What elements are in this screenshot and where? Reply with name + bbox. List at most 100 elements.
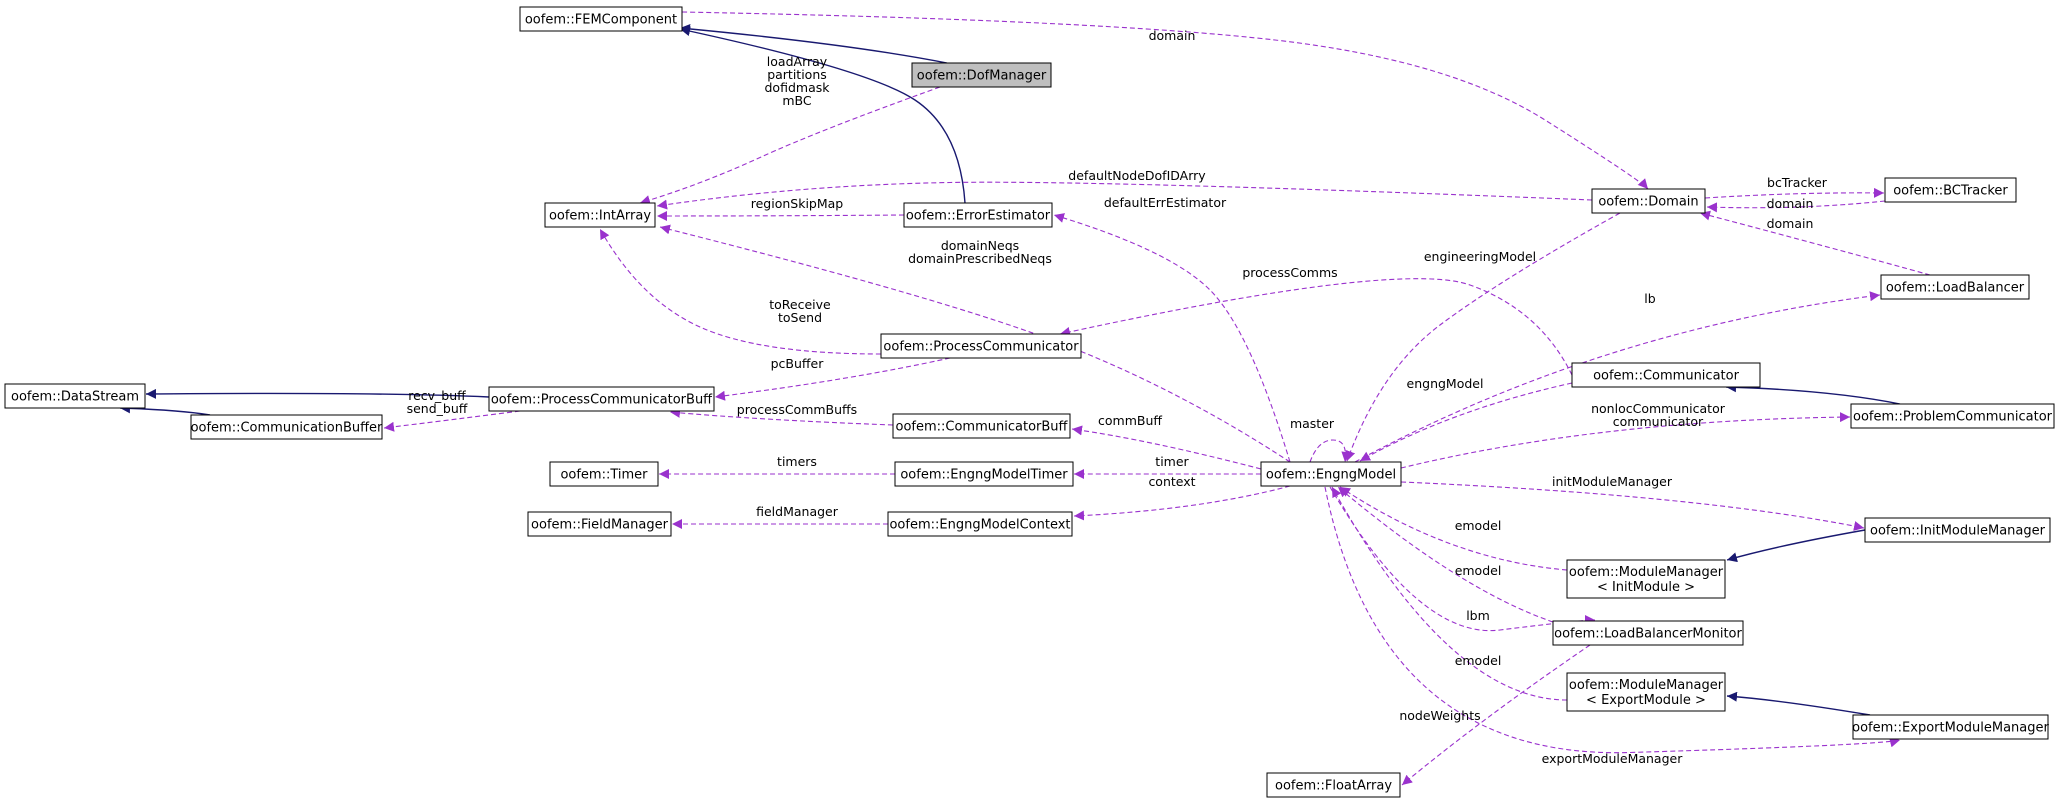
edge-label-em-lb-0: lb — [1644, 291, 1655, 306]
node-box-emc — [887, 511, 1073, 537]
node-mmi[interactable]: oofem::ModuleManager< InitModule > — [1566, 559, 1726, 599]
node-mme[interactable]: oofem::ModuleManager< ExportModule > — [1566, 672, 1726, 712]
node-box-pcomm — [1850, 403, 2055, 429]
edge-errest-fem — [679, 26, 966, 204]
edge-imm-mmi — [1726, 529, 1866, 563]
node-box-mme — [1566, 672, 1726, 712]
node-dof[interactable]: oofem::DofManager — [911, 62, 1052, 88]
edge-em-lb — [1354, 291, 1881, 463]
node-box-ds — [4, 383, 146, 409]
node-bct[interactable]: oofem::BCTracker — [1884, 177, 2017, 203]
edge-label-comm-pc-0: processComms — [1242, 265, 1337, 280]
node-fa[interactable]: oofem::FloatArray — [1266, 772, 1401, 798]
edge-label-em-emm-0: exportModuleManager — [1542, 751, 1684, 766]
node-label-errest: oofem::ErrorEstimator — [906, 209, 1051, 224]
edge-label-em-lbm-0: lbm — [1466, 608, 1490, 623]
node-label-lbm: oofem::LoadBalancerMonitor — [1554, 627, 1742, 642]
edge-em-errest — [1053, 213, 1291, 463]
node-emm[interactable]: oofem::ExportModuleManager — [1852, 714, 2050, 740]
node-box-fm — [527, 511, 672, 537]
node-box-fem — [519, 6, 683, 32]
node-box-intarr — [544, 202, 656, 228]
node-emt[interactable]: oofem::EngngModelTimer — [894, 461, 1074, 487]
edge-label-em-imm-0: initModuleManager — [1552, 474, 1673, 489]
edge-label-em-emt-0: timer — [1155, 454, 1189, 469]
node-pc[interactable]: oofem::ProcessCommunicator — [880, 333, 1082, 359]
edge-pcb-cb — [383, 410, 521, 432]
edge-em-em — [1309, 439, 1352, 463]
node-fm[interactable]: oofem::FieldManager — [527, 511, 672, 537]
edge-pc-pcb — [714, 357, 951, 401]
node-box-cbuff — [892, 413, 1071, 439]
node-lbm[interactable]: oofem::LoadBalancerMonitor — [1552, 620, 1744, 646]
node-cbuff[interactable]: oofem::CommunicatorBuff — [892, 413, 1071, 439]
node-label-lb: oofem::LoadBalancer — [1886, 281, 2025, 296]
node-box-dof — [911, 62, 1052, 88]
edge-label-emc-fm-0: fieldManager — [756, 504, 839, 519]
edge-em-lbm — [1329, 486, 1596, 632]
node-label-dof: oofem::DofManager — [917, 69, 1047, 84]
node-intarr[interactable]: oofem::IntArray — [544, 202, 656, 228]
node-comm[interactable]: oofem::Communicator — [1571, 362, 1761, 388]
node-label-mme-0: oofem::ModuleManager — [1569, 678, 1724, 693]
edge-errest-intarr — [656, 210, 905, 221]
edge-label-dof-intarr-3: mBC — [782, 93, 812, 108]
node-box-mmi — [1566, 559, 1726, 599]
node-label-intarr: oofem::IntArray — [549, 209, 651, 224]
edge-lb-domain — [1699, 210, 1931, 276]
edge-domain-intarr — [656, 181, 1593, 210]
edge-label-domain-em-0: engineeringModel — [1424, 249, 1536, 264]
node-label-mme-1: < ExportModule > — [1586, 693, 1706, 708]
node-em[interactable]: oofem::EngngModel — [1260, 461, 1402, 487]
edge-label-em-intarr-0: domainNeqs — [941, 238, 1019, 253]
edge-label-domain-bct-0: bcTracker — [1767, 175, 1828, 190]
edge-pcb-ds — [145, 388, 490, 399]
node-timer[interactable]: oofem::Timer — [549, 461, 659, 487]
node-imm[interactable]: oofem::InitModuleManager — [1864, 517, 2051, 543]
edge-dof-intarr — [639, 86, 941, 205]
edge-em-emc — [1073, 485, 1291, 521]
edge-lbm-fa — [1401, 644, 1591, 786]
node-label-cb: oofem::CommunicationBuffer — [191, 421, 383, 436]
node-lb[interactable]: oofem::LoadBalancer — [1880, 274, 2030, 300]
edge-em-cbuff — [1071, 425, 1262, 470]
node-box-lb — [1880, 274, 2030, 300]
node-label-pcb: oofem::ProcessCommunicatorBuff — [491, 393, 713, 408]
node-fem[interactable]: oofem::FEMComponent — [519, 6, 683, 32]
edge-domain-em — [1345, 212, 1621, 462]
node-box-errest — [903, 202, 1053, 228]
edge-pc-intarr — [599, 228, 882, 355]
edge-label-em-errest-0: defaultErrEstimator — [1104, 195, 1227, 210]
edge-label-em-em-0: master — [1290, 416, 1335, 431]
edge-em-pcomm — [1400, 412, 1851, 469]
node-emc[interactable]: oofem::EngngModelContext — [887, 511, 1073, 537]
node-cb[interactable]: oofem::CommunicationBuffer — [190, 414, 383, 440]
node-pcb[interactable]: oofem::ProcessCommunicatorBuff — [488, 386, 715, 412]
edge-em-emm — [1324, 486, 1901, 754]
edge-domain-bct — [1704, 187, 1885, 199]
edge-cb-ds — [119, 403, 211, 416]
node-label-fem: oofem::FEMComponent — [525, 13, 677, 28]
edge-label-mmi-em-0: emodel — [1455, 518, 1502, 533]
node-label-timer: oofem::Timer — [560, 468, 648, 483]
edge-em-imm — [1400, 481, 1865, 531]
edge-label-bct-domain-0: domain — [1767, 196, 1814, 211]
node-label-mmi-0: oofem::ModuleManager — [1569, 565, 1724, 580]
node-box-emt — [894, 461, 1074, 487]
edge-label-em-pcomm-1: communicator — [1613, 414, 1704, 429]
node-ds[interactable]: oofem::DataStream — [4, 383, 146, 409]
edge-cbuff-pcb — [669, 407, 894, 426]
node-label-imm: oofem::InitModuleManager — [1870, 524, 2046, 539]
edge-mmi-em — [1339, 486, 1568, 571]
node-label-em: oofem::EngngModel — [1266, 468, 1396, 483]
node-domain[interactable]: oofem::Domain — [1591, 188, 1706, 214]
edge-mme-em — [1331, 486, 1568, 701]
node-label-emt: oofem::EngngModelTimer — [900, 468, 1068, 483]
node-label-pcomm: oofem::ProblemCommunicator — [1853, 410, 2053, 425]
node-errest[interactable]: oofem::ErrorEstimator — [903, 202, 1053, 228]
node-pcomm[interactable]: oofem::ProblemCommunicator — [1850, 403, 2055, 429]
edge-dof-fem — [679, 23, 948, 64]
edge-label-errest-intarr-0: regionSkipMap — [751, 196, 844, 211]
node-label-domain: oofem::Domain — [1598, 195, 1698, 210]
